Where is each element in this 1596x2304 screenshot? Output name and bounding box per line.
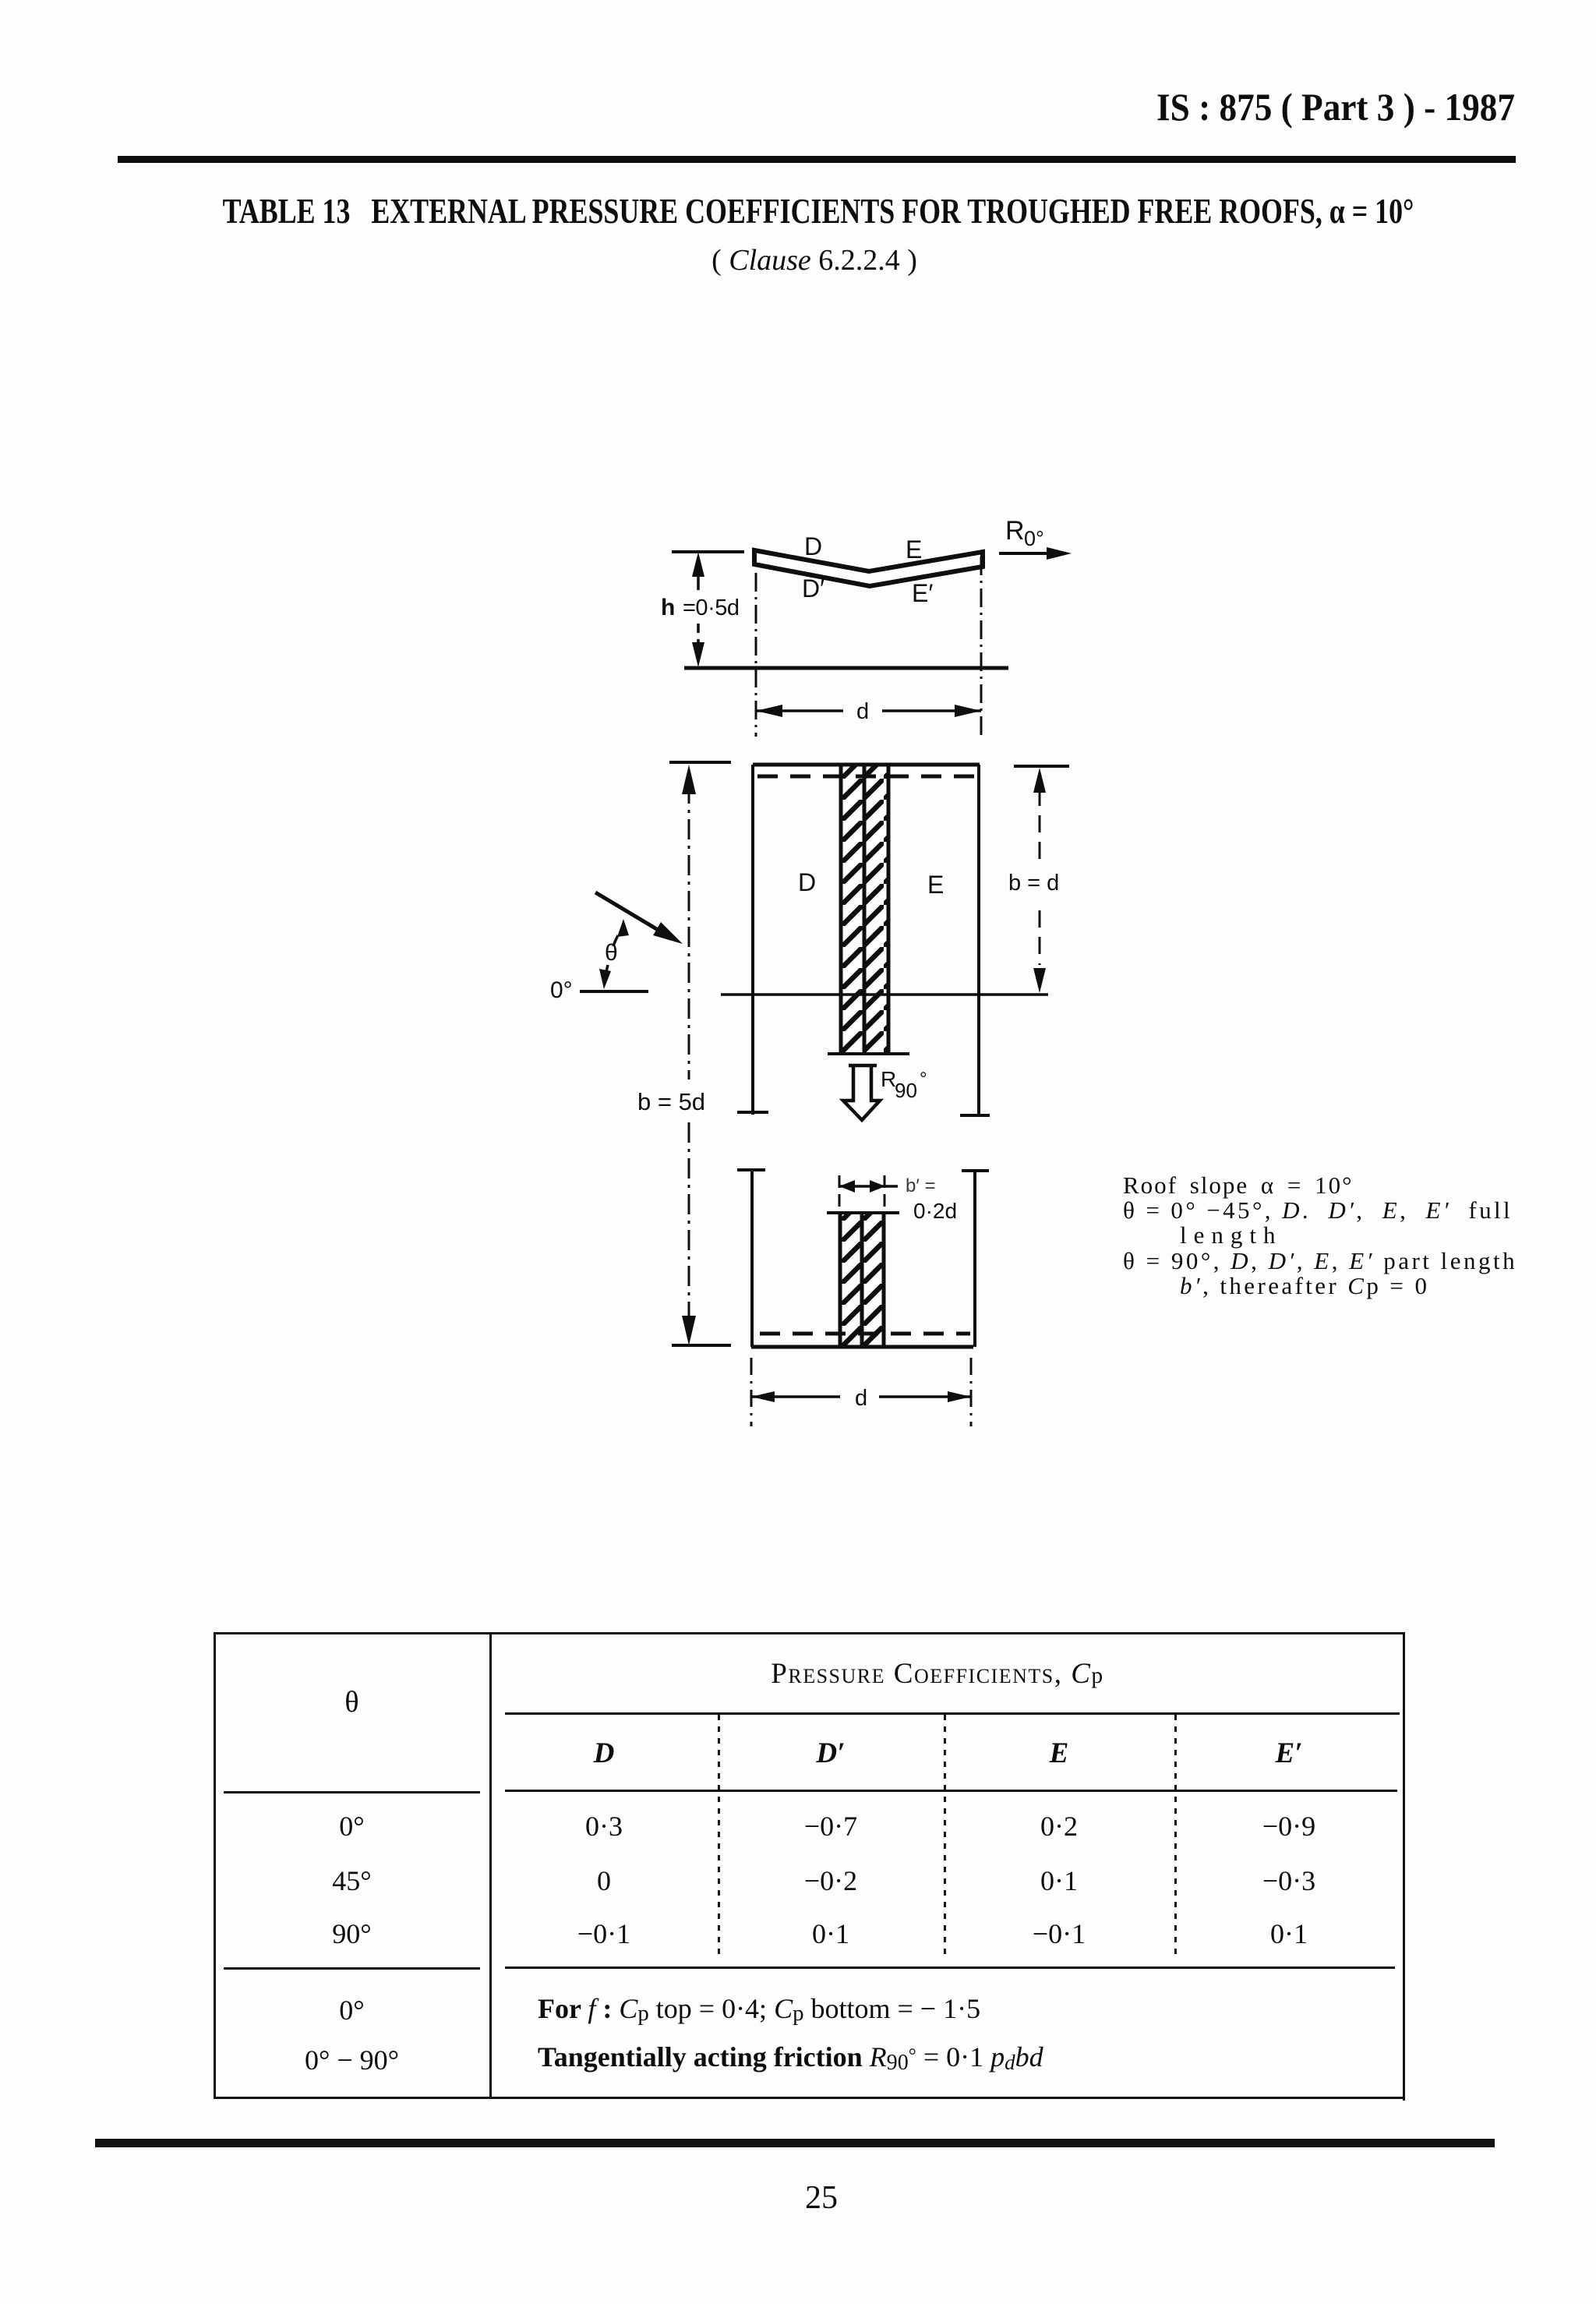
svg-text:°: ° xyxy=(920,1069,927,1090)
svg-text:d: d xyxy=(856,699,869,724)
svg-text:R: R xyxy=(881,1067,896,1091)
svg-text:R: R xyxy=(1005,516,1025,546)
svg-text:0·2d: 0·2d xyxy=(913,1199,957,1223)
svg-text:b = 5d: b = 5d xyxy=(637,1088,705,1115)
svg-text:0°: 0° xyxy=(550,977,573,1003)
svg-text:E′: E′ xyxy=(912,579,933,607)
svg-text:b′ =: b′ = xyxy=(906,1175,936,1196)
svg-text:θ: θ xyxy=(605,940,618,966)
svg-text:0°: 0° xyxy=(1024,527,1044,550)
svg-text:E: E xyxy=(906,535,922,564)
svg-text:E: E xyxy=(927,871,944,899)
svg-text:D: D xyxy=(798,868,816,896)
svg-text:=0·5d: =0·5d xyxy=(683,595,739,620)
svg-text:b = d: b = d xyxy=(1008,871,1059,896)
svg-text:D′: D′ xyxy=(802,574,824,603)
svg-text:D: D xyxy=(804,532,822,560)
svg-text:90: 90 xyxy=(895,1079,917,1102)
svg-text:h: h xyxy=(661,595,675,620)
svg-text:d: d xyxy=(855,1386,867,1411)
